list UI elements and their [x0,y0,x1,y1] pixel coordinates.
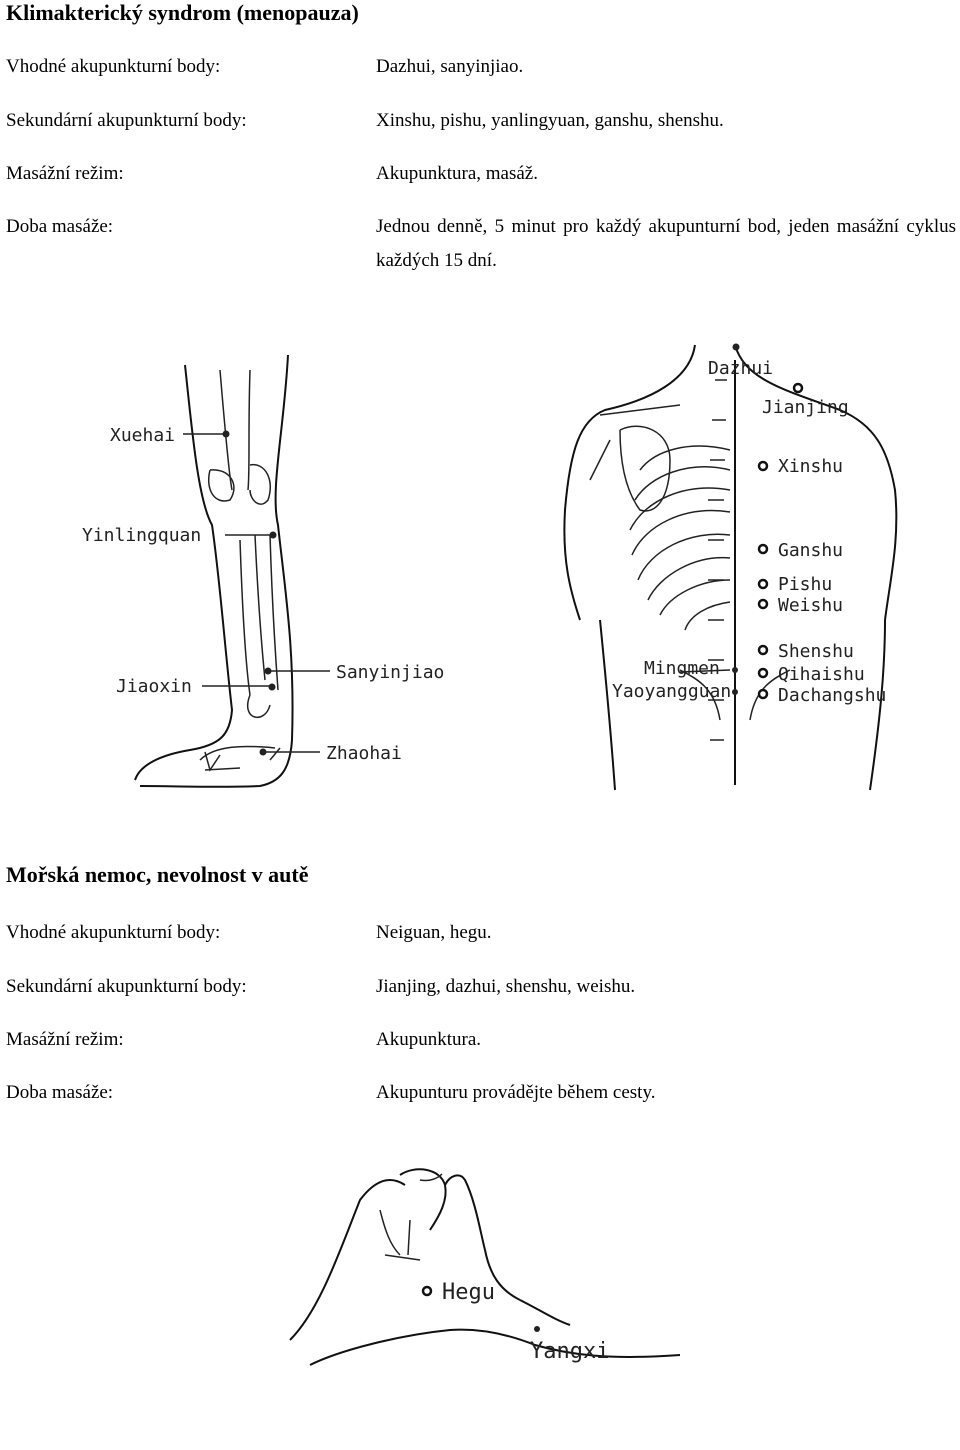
info-label: Vhodné akupunkturní body: [6,50,220,84]
section-title-motion-sickness: Mořská nemoc, nevolnost v autě [6,862,308,888]
info-label: Vhodné akupunkturní body: [6,916,220,950]
back-label-shenshu: Shenshu [778,641,854,662]
leg-label-zhaohai: Zhaohai [326,743,402,764]
info-label: Masážní režim: [6,1023,124,1057]
hand-label-yangxi: Yangxi [530,1339,609,1364]
info-value: Dazhui, sanyinjiao. [376,50,956,84]
back-label-xinshu: Xinshu [778,456,843,477]
back-acupoint-illustration: Dazhui Jianjing Xinshu Ganshu Pishu Weis… [540,340,940,800]
back-label-dazhui: Dazhui [708,358,773,379]
back-label-dachangshu: Dachangshu [778,685,886,706]
info-value: Akupunktura, masáž. [376,157,956,191]
leg-label-xuehai: Xuehai [110,425,175,446]
back-label-weishu: Weishu [778,595,843,616]
leg-label-sanyinjiao: Sanyinjiao [336,662,444,683]
hand-acupoint-illustration: Hegu Yangxi [280,1160,700,1380]
info-label: Masážní režim: [6,157,124,191]
back-label-mingmen: Mingmen [644,658,720,679]
back-label-yaoyangguan: Yaoyangguan [612,681,731,702]
section-title-menopause: Klimakterický syndrom (menopauza) [6,0,359,26]
leg-acupoint-illustration: Xuehai Yinlingquan Sanyinjiao Jiaoxin Zh… [80,350,480,800]
back-label-pishu: Pishu [778,574,832,595]
back-label-qihaishu: Qihaishu [778,664,865,685]
info-label: Sekundární akupunkturní body: [6,104,247,138]
info-label: Sekundární akupunkturní body: [6,970,247,1004]
info-value: Akupunktura. [376,1023,956,1057]
info-label: Doba masáže: [6,1076,113,1110]
info-value: Akupunturu provádějte během cesty. [376,1076,956,1110]
info-value: Jednou denně, 5 minut pro každý akupuntu… [376,210,956,278]
info-value: Neiguan, hegu. [376,916,956,950]
info-value: Jianjing, dazhui, shenshu, weishu. [376,970,956,1004]
info-value: Xinshu, pishu, yanlingyuan, ganshu, shen… [376,104,956,138]
leg-label-yinlingquan: Yinlingquan [82,525,201,546]
leg-label-jiaoxin: Jiaoxin [116,676,192,697]
back-label-jianjing: Jianjing [762,397,849,418]
hand-label-hegu: Hegu [442,1280,495,1305]
info-label: Doba masáže: [6,210,113,244]
back-label-ganshu: Ganshu [778,540,843,561]
